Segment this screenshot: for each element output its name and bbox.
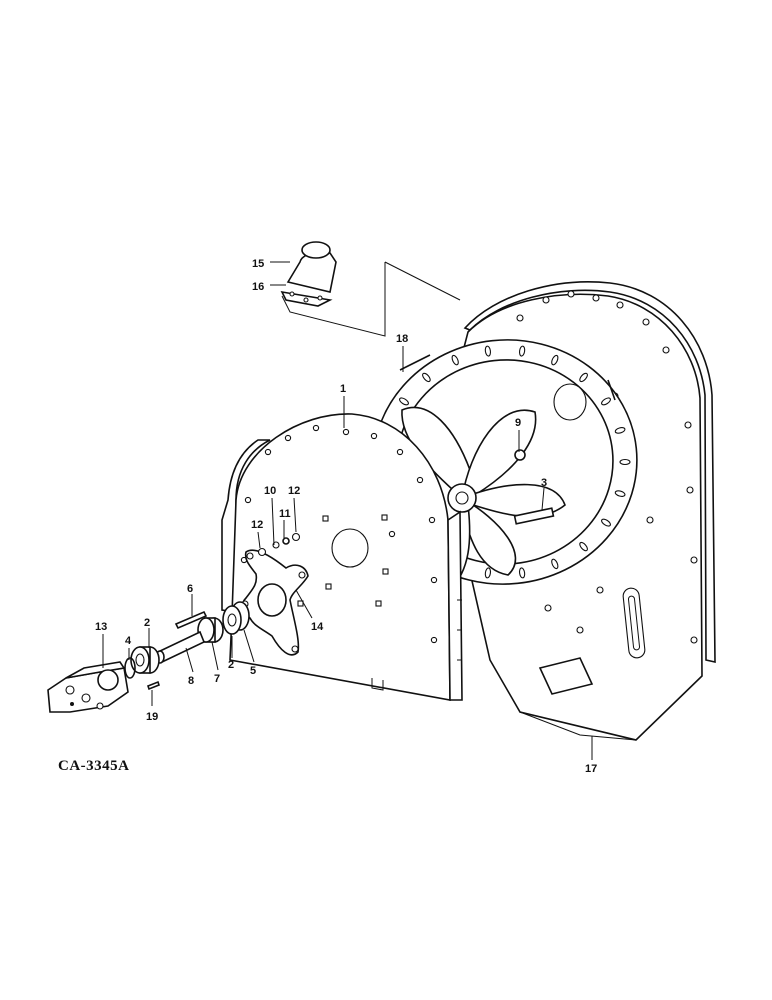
outlet-assembly-outline <box>281 261 461 337</box>
shroud-flange-hole <box>551 558 559 570</box>
shroud-flange-hole <box>422 372 431 383</box>
callouts: 1 18 9 3 10 12 11 12 14 6 2 4 13 8 7 2 5… <box>95 258 597 775</box>
callout-9: 9 <box>515 417 521 429</box>
figure-reference: CA-3345A <box>58 758 130 774</box>
callout-6: 6 <box>187 583 193 595</box>
callout-19: 19 <box>146 711 158 723</box>
shroud-flange-hole <box>614 427 626 434</box>
callout-4: 4 <box>125 635 132 647</box>
callout-1: 1 <box>340 383 346 395</box>
shroud-flange-hole <box>484 345 492 357</box>
callout-5: 5 <box>250 665 256 677</box>
callout-10: 10 <box>264 485 276 497</box>
leader-lines <box>102 261 593 760</box>
shroud-flange-hole <box>518 567 526 579</box>
callout-16: 16 <box>252 281 264 293</box>
callout-2-left: 2 <box>144 617 150 629</box>
callout-2-right: 2 <box>228 659 234 671</box>
snap-ring-4 <box>124 657 136 679</box>
shroud-flange-hole <box>601 518 611 527</box>
shroud-flange-hole <box>579 372 588 383</box>
callout-14: 14 <box>311 621 324 633</box>
callout-8: 8 <box>188 675 194 687</box>
callout-18: 18 <box>396 333 408 345</box>
pin-19 <box>147 680 160 691</box>
shroud-flange-hole <box>619 458 631 466</box>
shroud-flange-hole <box>399 397 409 406</box>
shroud-flange-hole <box>601 397 611 406</box>
key-6 <box>174 610 208 630</box>
callout-11: 11 <box>279 508 291 520</box>
shaft-8 <box>155 630 206 664</box>
shroud-flange-hole <box>614 490 626 497</box>
hydraulic-motor-13 <box>47 661 129 713</box>
shroud-flange-hole <box>484 567 492 579</box>
fan-blade-assembly <box>401 406 566 592</box>
bearing-5 <box>222 601 250 635</box>
shroud-flange-hole <box>518 345 526 357</box>
callout-12-top: 12 <box>288 485 300 497</box>
outlet-elbow <box>280 241 337 307</box>
callout-7: 7 <box>214 673 220 685</box>
callout-15: 15 <box>252 258 264 270</box>
callout-13: 13 <box>95 621 107 633</box>
bearing-flange <box>241 549 309 656</box>
hardware-10-11-12 <box>257 532 301 557</box>
callout-3: 3 <box>541 477 547 489</box>
callout-17: 17 <box>585 763 597 775</box>
callout-12-left: 12 <box>251 519 263 531</box>
shroud-flange-hole <box>579 541 588 552</box>
shroud-flange-hole <box>551 354 559 366</box>
shroud-flange-hole <box>451 354 459 366</box>
